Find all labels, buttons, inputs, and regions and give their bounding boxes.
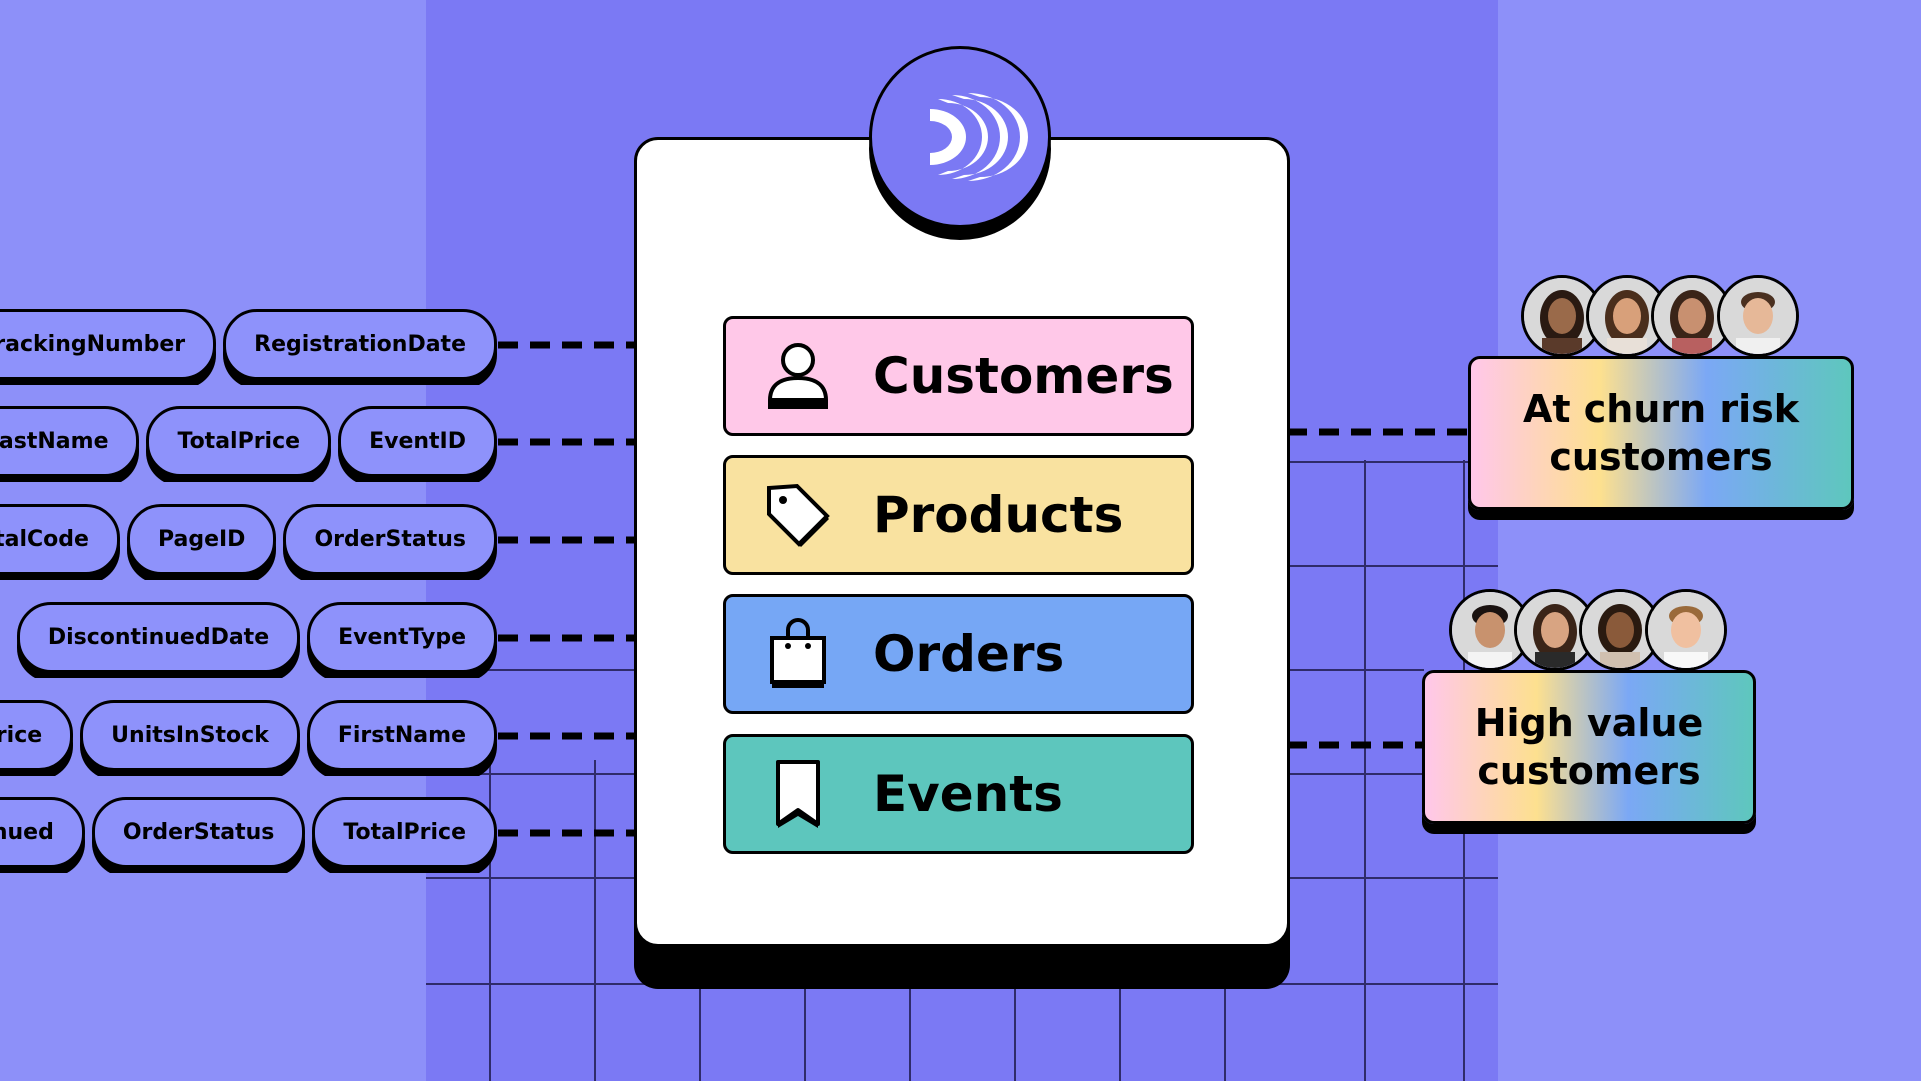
entity-products[interactable]: Products — [723, 455, 1194, 575]
field-pill[interactable]: OrderStatus — [91, 797, 306, 868]
entity-orders[interactable]: Orders — [723, 594, 1194, 714]
field-pill[interactable]: PageID — [126, 504, 277, 575]
segment-subtitle: customers — [1477, 749, 1701, 793]
field-pill[interactable]: TrackingNumber — [0, 309, 217, 380]
field-pill[interactable]: EventType — [307, 602, 497, 673]
avatar — [1645, 589, 1727, 671]
background-right — [1498, 0, 1921, 1081]
field-pill[interactable]: LastName — [0, 406, 140, 477]
segment-title: High value — [1474, 701, 1704, 745]
segment-high-value[interactable]: High value customers — [1422, 670, 1756, 824]
field-row-3: PostalCode PageID OrderStatus — [0, 504, 497, 580]
field-pill[interactable]: Price — [0, 700, 74, 771]
signal-waves-icon — [930, 93, 1028, 181]
field-row-4: DiscontinuedDate EventType — [0, 602, 497, 678]
field-pill[interactable]: RegistrationDate — [223, 309, 497, 380]
entity-label: Customers — [873, 347, 1174, 405]
field-row-5: Price UnitsInStock FirstName — [0, 700, 497, 776]
person-icon — [758, 336, 838, 416]
field-pill[interactable]: DiscontinuedDate — [16, 602, 301, 673]
bookmark-icon — [758, 754, 838, 834]
entity-label: Orders — [873, 625, 1065, 683]
field-pill[interactable]: UnitsInStock — [80, 700, 300, 771]
field-pill[interactable]: EventID — [338, 406, 497, 477]
segment-churn-risk[interactable]: At churn risk customers — [1468, 356, 1854, 510]
avatar-group-high-value — [1449, 589, 1729, 671]
avatar-group-churn — [1521, 275, 1801, 357]
field-row-1: TrackingNumber RegistrationDate — [0, 309, 497, 385]
field-pill[interactable]: FirstName — [306, 700, 497, 771]
avatar — [1717, 275, 1799, 357]
connector-lines — [498, 341, 1468, 837]
entity-events[interactable]: Events — [723, 734, 1194, 854]
field-pill[interactable]: Discontinued — [0, 797, 85, 868]
segment-title: At churn risk — [1522, 387, 1800, 431]
field-pill[interactable]: TotalPrice — [312, 797, 497, 868]
logo-badge — [869, 46, 1051, 228]
field-pill[interactable]: OrderStatus — [283, 504, 497, 575]
segment-subtitle: customers — [1549, 435, 1773, 479]
entity-customers[interactable]: Customers — [723, 316, 1194, 436]
grid-lines — [426, 460, 1498, 1081]
field-pill[interactable]: TotalPrice — [146, 406, 332, 477]
entity-label: Products — [873, 486, 1124, 544]
field-row-6: Discontinued OrderStatus TotalPrice — [0, 797, 497, 873]
field-pill[interactable]: PostalCode — [0, 504, 120, 575]
entity-label: Events — [873, 765, 1063, 823]
tag-icon — [758, 475, 838, 555]
shopping-bag-icon — [758, 614, 838, 694]
field-row-2: LastName TotalPrice EventID — [0, 406, 497, 482]
